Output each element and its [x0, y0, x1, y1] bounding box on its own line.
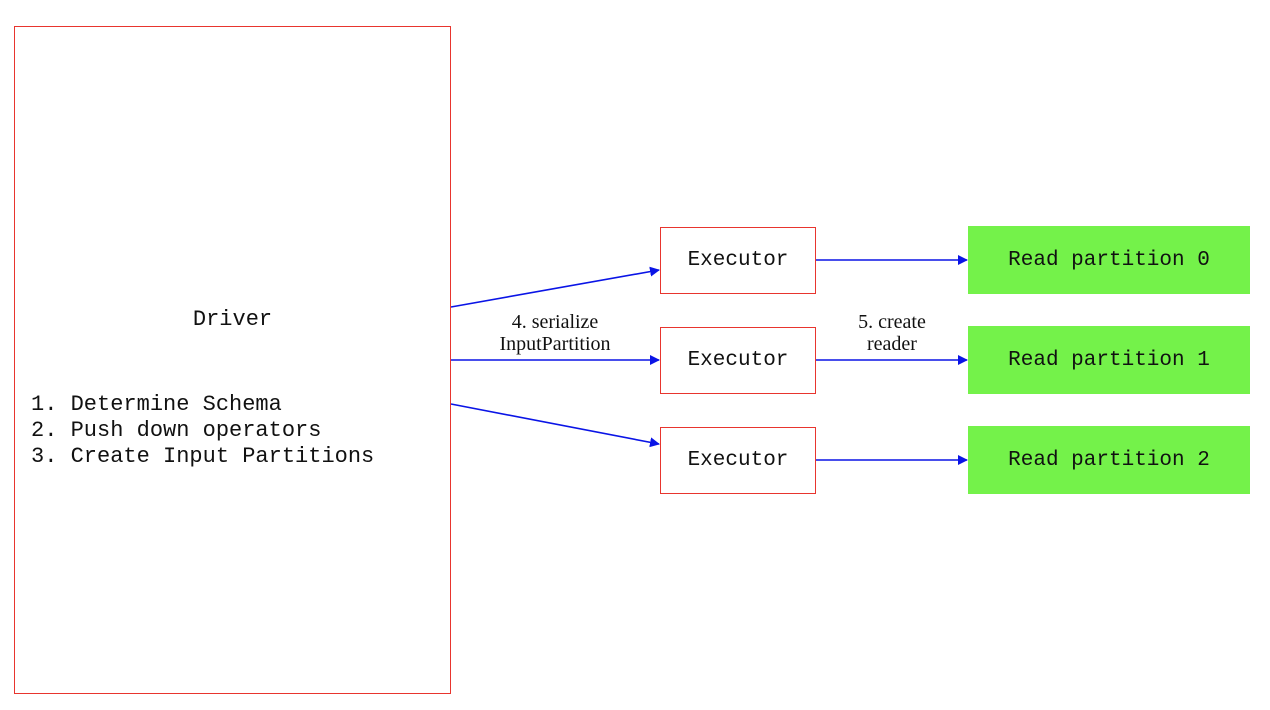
edge-driver-executor-0	[450, 266, 660, 308]
read-partition-node-2: Read partition 2	[968, 426, 1250, 494]
driver-step-3: 3. Create Input Partitions	[31, 444, 375, 469]
edge-label-serialize-line-1: 4. serialize	[511, 311, 599, 333]
edge-label-serialize: 4. serialize InputPartition	[470, 311, 640, 355]
read-partition-node-0: Read partition 0	[968, 226, 1250, 294]
edge-label-create-reader-line-2: reader	[867, 333, 917, 355]
read-partition-node-1: Read partition 1	[968, 326, 1250, 394]
driver-node: Driver 1. Determine Schema 2. Push down …	[14, 26, 451, 694]
edge-label-serialize-line-2: InputPartition	[499, 333, 611, 355]
executor-node-0: Executor	[660, 227, 816, 294]
driver-steps: 1. Determine Schema 2. Push down operato…	[31, 392, 374, 470]
executor-node-2: Executor	[660, 427, 816, 494]
edge-label-create-reader: 5. create reader	[820, 311, 964, 355]
executor-node-1: Executor	[660, 327, 816, 394]
edge-label-create-reader-line-1: 5. create	[858, 311, 926, 333]
driver-step-2: 2. Push down operators	[31, 418, 322, 443]
driver-step-1: 1. Determine Schema	[31, 392, 282, 417]
edge-driver-executor-2	[450, 403, 660, 448]
driver-title: Driver	[192, 307, 273, 332]
